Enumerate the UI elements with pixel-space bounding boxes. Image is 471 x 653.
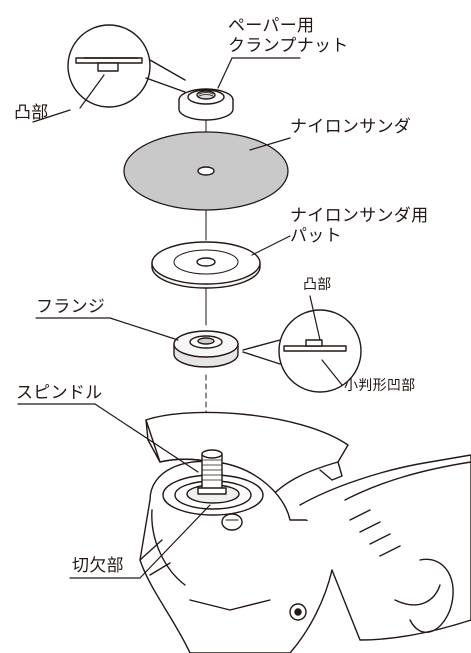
nylon-sander-disc-part: [123, 131, 289, 211]
small-oval-recess-label: 小判形凹部: [344, 378, 416, 394]
flange-part: [173, 330, 239, 368]
convex-part-label-top: 凸部: [14, 103, 49, 123]
nylon-sander-pad-label-line2: パット: [290, 226, 342, 246]
spindle-label: スピンドル: [16, 383, 103, 403]
nylon-sander-label: ナイロンサンダ: [290, 117, 412, 137]
paper-clamp-nut-part: [178, 88, 234, 121]
paper-nut-section-shape: [75, 57, 143, 72]
flange-detail-circle: [242, 309, 362, 393]
nylon-sander-pad-label-line1: ナイロンサンダ用: [290, 206, 429, 226]
flange-label: フランジ: [36, 297, 106, 317]
paper-clamp-nut-label-line2: クランプナット: [228, 36, 349, 56]
convex-part-label-flange: 凸部: [303, 277, 332, 293]
notch-label: 切欠部: [72, 556, 124, 576]
paper-clamp-nut-label-line1: ペーパー用: [228, 16, 315, 36]
leader-lines: [17, 57, 343, 579]
paper-nut-detail-circle: [67, 24, 186, 108]
grinder-body: [139, 411, 471, 653]
nylon-sander-pad-part: [151, 241, 261, 289]
